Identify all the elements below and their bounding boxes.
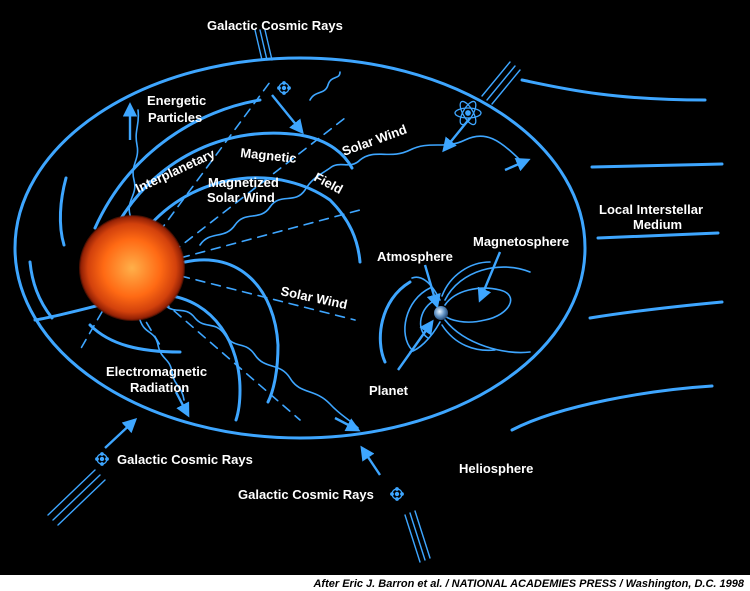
magnetosphere-line [411, 276, 441, 301]
magnetic-field-arc [93, 98, 262, 230]
label-magnetic: Magnetic [240, 145, 298, 166]
magnetic-field-arc [118, 131, 354, 222]
label-em-radiation-2: Radiation [130, 380, 189, 395]
interstellar-flow-line [510, 384, 714, 432]
magnetosphere-line [444, 319, 531, 354]
sun-icon [80, 216, 184, 320]
particle-icon [277, 81, 291, 95]
magnetosphere-line [444, 287, 512, 323]
magnetic-field-arc [163, 293, 242, 422]
interstellar-flow-line [588, 300, 724, 320]
label-galactic-cosmic-rays-bottom: Galactic Cosmic Rays [238, 487, 374, 502]
radiation-arrow [174, 391, 190, 418]
radiation-arrow [334, 416, 361, 432]
label-em-radiation-1: Electromagnetic [106, 364, 207, 379]
cosmic-ray-arrow [360, 445, 381, 476]
label-solar-wind-lower: Solar Wind [279, 283, 348, 312]
radiation-wave [309, 71, 341, 101]
label-magnetosphere: Magnetosphere [473, 234, 569, 249]
cosmic-ray-arrow [271, 94, 304, 135]
label-local-interstellar: Local Interstellar [599, 202, 703, 217]
solar-wind-arrow [504, 157, 531, 172]
magnetosphere-line [404, 287, 431, 351]
interstellar-flow-line [596, 231, 720, 240]
label-energetic-particles-2: Particles [148, 110, 202, 125]
label-galactic-cosmic-rays-left: Galactic Cosmic Rays [117, 452, 253, 467]
atom-icon [454, 100, 482, 126]
magnetosphere-line [441, 261, 491, 297]
particle-icon [95, 452, 109, 466]
particle-icon [390, 487, 404, 501]
magnetic-field-arc [183, 258, 280, 404]
field-line [28, 260, 54, 320]
label-magnetized-2: Solar Wind [207, 190, 275, 205]
interstellar-flow-line [520, 78, 707, 102]
label-planet: Planet [369, 383, 409, 398]
label-heliosphere: Heliosphere [459, 461, 533, 476]
radiation-wave [139, 319, 185, 401]
credit-text: After Eric J. Barron et al. / NATIONAL A… [313, 578, 744, 590]
magnetosphere-line [378, 280, 412, 364]
earth-icon [434, 306, 448, 320]
label-magnetized-1: Magnetized [208, 175, 279, 190]
label-energetic-particles-1: Energetic [147, 93, 206, 108]
magnetosphere-pointer [477, 251, 502, 303]
label-atmosphere: Atmosphere [377, 249, 453, 264]
heliosphere-boundary [13, 56, 587, 440]
atmosphere-pointer [423, 264, 441, 309]
radiation-wave [164, 304, 359, 429]
label-medium: Medium [633, 217, 682, 232]
label-galactic-cosmic-rays-top: Galactic Cosmic Rays [207, 18, 343, 33]
credit-bar: After Eric J. Barron et al. / NATIONAL A… [0, 575, 750, 591]
field-line [58, 176, 68, 247]
cosmic-ray-arrow [104, 418, 138, 449]
interstellar-flow-line [590, 162, 724, 169]
field-line [88, 323, 182, 354]
magnetic-field-arc [148, 176, 362, 264]
magnetosphere-line [441, 324, 496, 352]
planet-pointer [397, 319, 434, 371]
magnetosphere-line [444, 266, 531, 301]
